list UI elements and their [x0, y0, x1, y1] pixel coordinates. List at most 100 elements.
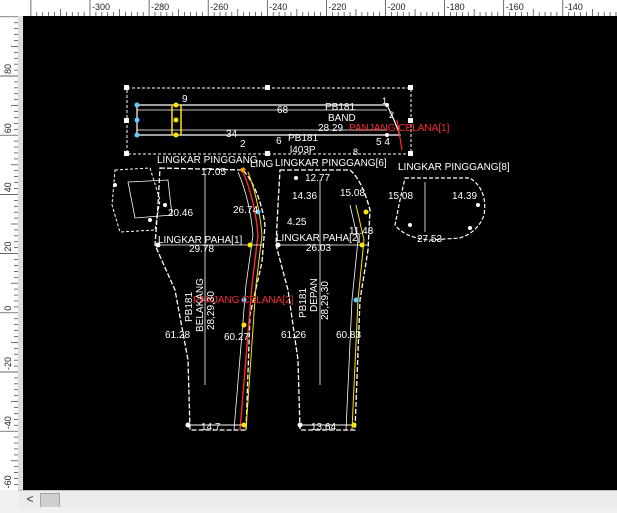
front-piece-id: PB181 — [298, 288, 309, 318]
front-point[interactable] — [294, 176, 298, 180]
label-lingkar-paha-1: LINGKAR PAHA[1] — [158, 235, 243, 246]
front-point[interactable] — [363, 209, 369, 215]
measure-29-78: 29.78 — [189, 244, 214, 255]
measure-14-7: 14.7 — [201, 422, 221, 433]
ruler-corner — [0, 0, 19, 17]
back-point[interactable] — [240, 167, 246, 173]
back-point[interactable] — [255, 209, 261, 215]
measure-60-83: 60.83 — [336, 330, 361, 341]
drawing-canvas[interactable]: 9 68 PB181 BAND 28 29 34 6 2 5 4 8 1 2 P… — [23, 16, 617, 490]
band-mid-id: PB181 — [288, 133, 318, 144]
selection-handle[interactable] — [408, 118, 413, 123]
ruler-label: -60 — [3, 475, 13, 488]
selection-handle[interactable] — [265, 85, 270, 90]
measure-15-08b: 15.08 — [388, 191, 413, 202]
front-trouser-piece[interactable]: LINGKAR PINGGANG[6] 12.77 15.08 14.36 4.… — [275, 158, 387, 433]
measure-61-28: 61.28 — [165, 330, 190, 341]
label-lingkar-pinggang-1: LINGKAR PINGGANG — [157, 155, 258, 166]
ruler-label: 40 — [3, 182, 13, 192]
horizontal-scrollbar[interactable]: < — [18, 490, 617, 508]
waist-facing-piece[interactable]: LINGKAR PINGGANG[8] 15.08 14.39 27.53 — [388, 162, 510, 245]
measure-17-05: 17.05 — [201, 167, 226, 178]
band-point[interactable] — [134, 102, 140, 108]
ruler-label: -20 — [3, 357, 13, 370]
band-label-68: 68 — [277, 105, 289, 116]
measure-61-26: 61.26 — [281, 330, 306, 341]
back-crotch-white-line — [233, 171, 254, 431]
band-label-name: BAND — [328, 113, 356, 124]
band-point[interactable] — [385, 133, 389, 137]
back-trouser-piece[interactable]: LINGKAR PINGGANG LING 17.05 26.74 20.46 … — [154, 155, 294, 433]
selection-handle[interactable] — [124, 118, 129, 123]
band-selection-box[interactable] — [126, 87, 412, 155]
back-crotch-red-line — [239, 171, 259, 431]
measure-60-27: 60.27 — [224, 332, 249, 343]
front-point[interactable] — [297, 422, 303, 428]
ruler-label: -200 — [388, 2, 406, 12]
band-point[interactable] — [173, 102, 179, 108]
label-lingkar-pinggang-cut: LING — [250, 159, 274, 170]
label-lingkar-pinggang-8: LINGKAR PINGGANG[8] — [398, 162, 510, 173]
back-piece-id: PB181 — [184, 292, 195, 322]
front-point[interactable] — [275, 242, 281, 248]
ruler-label: -40 — [3, 416, 13, 429]
ruler-label: -280 — [151, 2, 169, 12]
band-label-id: PB181 — [325, 102, 355, 113]
small-point[interactable] — [148, 218, 152, 222]
selection-handle[interactable] — [408, 85, 413, 90]
pocket-piece-outline — [111, 167, 161, 233]
back-point[interactable] — [241, 422, 247, 428]
band-point[interactable] — [134, 117, 140, 123]
band-label-1: 1 — [382, 96, 387, 106]
front-piece-outline — [275, 169, 371, 431]
selection-handle[interactable] — [124, 85, 129, 90]
band-point[interactable] — [385, 103, 389, 107]
measure-26-03: 26.03 — [306, 243, 331, 254]
facing-outline — [394, 177, 486, 241]
back-point[interactable] — [247, 242, 253, 248]
front-point[interactable] — [351, 422, 357, 428]
back-point[interactable] — [185, 422, 191, 428]
band-point[interactable] — [173, 117, 179, 123]
back-point[interactable] — [241, 322, 247, 328]
scroll-left-arrow-icon[interactable]: < — [26, 492, 34, 506]
ruler-label: -160 — [506, 2, 524, 12]
ruler-label: 20 — [3, 242, 13, 252]
band-red-mark — [396, 119, 403, 151]
band-piece[interactable]: 9 68 PB181 BAND 28 29 34 6 2 5 4 8 1 2 P… — [124, 85, 450, 157]
horizontal-ruler-svg: -300-280-260-240-220-200-180-160-140-120 — [30, 0, 617, 16]
band-label-2b: 2 — [389, 110, 394, 120]
band-point[interactable] — [173, 132, 179, 138]
small-point[interactable] — [113, 183, 117, 187]
band-point[interactable] — [134, 132, 140, 138]
canvas-left-border — [18, 16, 23, 490]
facing-point[interactable] — [408, 223, 412, 227]
selection-handle[interactable] — [265, 151, 270, 156]
scrollbar-thumb[interactable] — [40, 493, 60, 508]
measure-26-74: 26.74 — [233, 205, 258, 216]
label-lingkar-paha-2: LINGKAR PAHA[2] — [276, 233, 361, 244]
back-point[interactable] — [155, 242, 161, 248]
measure-12-77: 12.77 — [305, 173, 330, 184]
selection-handle[interactable] — [408, 151, 413, 156]
facing-point[interactable] — [476, 203, 480, 207]
selection-handle[interactable] — [124, 151, 129, 156]
back-point[interactable] — [241, 297, 247, 303]
small-point[interactable] — [163, 203, 167, 207]
band-mid-sub: l403P — [290, 145, 316, 156]
facing-point[interactable] — [468, 226, 472, 230]
small-pieces-left[interactable] — [111, 167, 173, 233]
ruler-label: -140 — [565, 2, 583, 12]
measure-13-64: 13.64 — [311, 422, 336, 433]
front-point[interactable] — [359, 242, 365, 248]
pattern-drawing[interactable]: 9 68 PB181 BAND 28 29 34 6 2 5 4 8 1 2 P… — [23, 16, 617, 490]
horizontal-ruler: -300-280-260-240-220-200-180-160-140-120 — [18, 0, 617, 17]
label-panjang-celana-1: PANJANG CELANA[1] — [349, 123, 450, 134]
front-point[interactable] — [353, 297, 359, 303]
band-label-34: 34 — [226, 129, 238, 140]
label-lingkar-pinggang-6: LINGKAR PINGGANG[6] — [275, 158, 387, 169]
back-piece-name: BELAKANG — [195, 278, 206, 332]
back-piece-outline — [154, 167, 266, 431]
